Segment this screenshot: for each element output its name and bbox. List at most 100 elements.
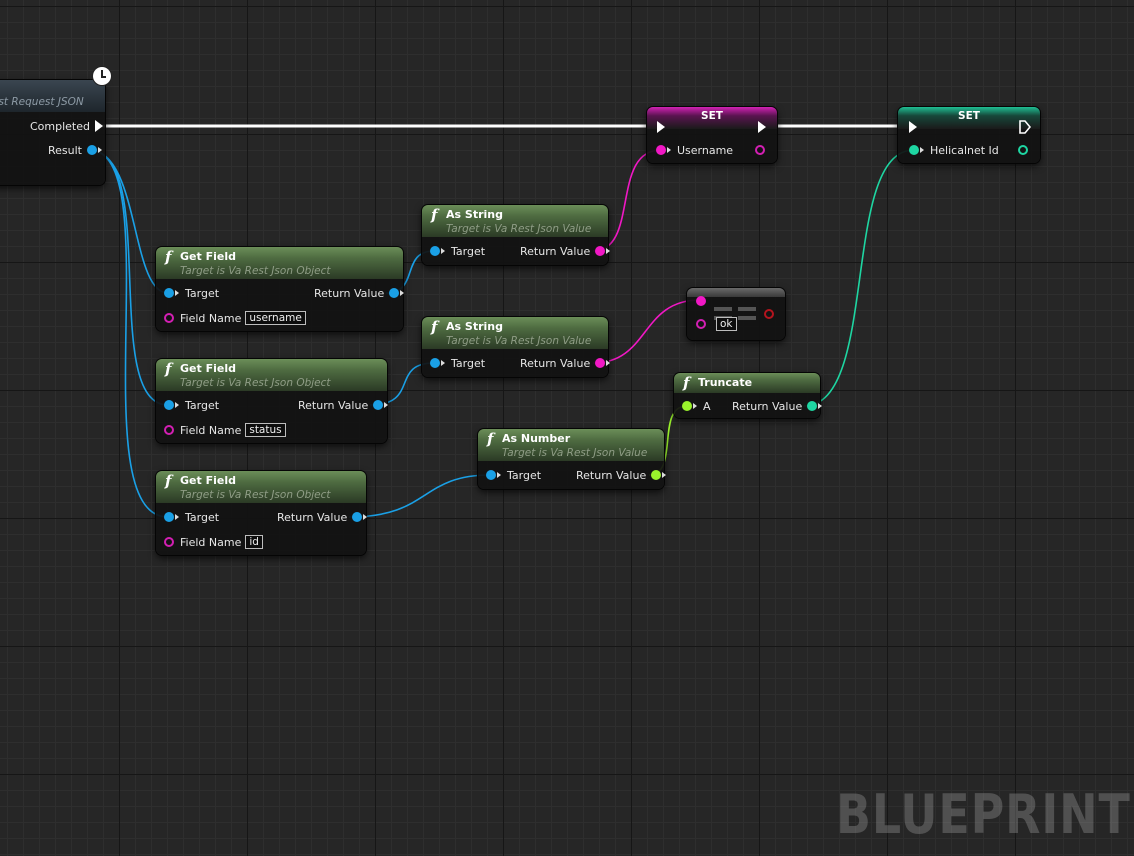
equal-string-node[interactable]: ok (687, 288, 785, 340)
return-value-pin[interactable] (651, 470, 662, 480)
node-header: f As String Target is Va Rest Json Value (422, 317, 608, 349)
as-number-node[interactable]: f As Number Target is Va Rest Json Value… (478, 429, 667, 489)
helicalnet-id-row[interactable]: Helicalnet Id (909, 142, 999, 158)
helicalnet-id-out-pin[interactable] (1018, 145, 1028, 155)
exec-out-pin[interactable] (95, 120, 103, 132)
field-name-pin[interactable] (164, 425, 174, 435)
return-value-pin[interactable] (352, 512, 363, 522)
target-row[interactable]: Target (164, 509, 219, 525)
target-pin[interactable] (430, 246, 440, 256)
wire-truncate-to-set-id[interactable] (803, 149, 915, 407)
result-pin[interactable] (87, 145, 97, 155)
field-name-row[interactable]: Field Name username (164, 310, 306, 326)
target-row[interactable]: Target (164, 397, 219, 413)
target-row[interactable]: Target (430, 355, 485, 371)
input-a-pin[interactable] (696, 296, 706, 306)
wire-asstring-to-compare[interactable] (592, 299, 701, 364)
wire-getfield-id-to-asnumber[interactable] (348, 474, 491, 518)
node-header: f As Number Target is Va Rest Json Value (478, 429, 664, 461)
return-value-row[interactable]: Return Value (314, 285, 405, 301)
target-label: Target (185, 286, 220, 300)
field-name-input[interactable]: id (245, 535, 263, 549)
get-field-username-node[interactable]: f Get Field Target is Va Rest Json Objec… (156, 247, 405, 331)
return-value-row[interactable]: Return Value (732, 398, 823, 414)
username-row[interactable]: Username (656, 142, 733, 158)
set-username-node[interactable]: SET Username (647, 107, 777, 163)
http-request-event-node[interactable]: est Request JSON Completed Result (0, 80, 105, 185)
return-value-label: Return Value (298, 398, 369, 412)
exec-out-pin[interactable] (1019, 120, 1031, 134)
username-out-pin[interactable] (755, 145, 765, 155)
input-a-row[interactable]: A (682, 398, 711, 414)
node-title: SET (958, 110, 980, 122)
return-value-row[interactable]: Return Value (576, 467, 667, 483)
target-pin-arrow (441, 360, 445, 366)
input-b-pin[interactable] (696, 319, 706, 329)
return-value-row[interactable]: Return Value (520, 243, 611, 259)
input-a-pin-arrow (693, 403, 697, 409)
username-in-pin[interactable] (656, 145, 666, 155)
set-helicalnet-id-node[interactable]: SET Helicalnet Id (898, 107, 1040, 163)
target-row[interactable]: Target (486, 467, 541, 483)
field-name-input[interactable]: username (245, 311, 306, 325)
return-value-label: Return Value (520, 356, 591, 370)
return-value-pin-arrow (818, 403, 823, 409)
return-value-pin-arrow (606, 360, 611, 366)
helicalnet-id-in-pin[interactable] (909, 145, 919, 155)
compare-value-input[interactable]: ok (716, 317, 737, 331)
node-header (687, 288, 785, 297)
return-value-pin[interactable] (595, 358, 606, 368)
username-in-pin-arrow (667, 147, 671, 153)
field-name-pin[interactable] (164, 313, 174, 323)
return-value-row[interactable]: Return Value (298, 397, 389, 413)
truncate-node[interactable]: f Truncate A Return Value (674, 373, 823, 418)
target-pin-arrow (175, 402, 179, 408)
target-pin-arrow (497, 472, 501, 478)
target-row[interactable]: Target (164, 285, 219, 301)
field-name-row[interactable]: Field Name status (164, 422, 286, 438)
target-pin[interactable] (430, 358, 440, 368)
as-string-node-2[interactable]: f As String Target is Va Rest Json Value… (422, 317, 611, 377)
helicalnet-id-in-pin-arrow (920, 147, 924, 153)
wire-result-to-getfield-status[interactable] (88, 149, 169, 406)
f-icon: f (165, 472, 172, 490)
return-value-pin[interactable] (595, 246, 606, 256)
return-value-row[interactable]: Return Value (277, 509, 368, 525)
return-value-pin[interactable] (373, 400, 384, 410)
field-name-row[interactable]: Field Name id (164, 534, 263, 550)
target-pin[interactable] (486, 470, 496, 480)
f-icon: f (431, 318, 438, 336)
field-name-label: Field Name (180, 423, 242, 437)
f-icon: f (165, 248, 172, 266)
target-pin[interactable] (164, 512, 174, 522)
field-name-pin[interactable] (164, 537, 174, 547)
field-name-input[interactable]: status (245, 423, 286, 437)
return-value-row[interactable]: Return Value (520, 355, 611, 371)
get-field-id-node[interactable]: f Get Field Target is Va Rest Json Objec… (156, 471, 368, 555)
node-header: f As String Target is Va Rest Json Value (422, 205, 608, 237)
target-pin[interactable] (164, 400, 174, 410)
return-value-label: Return Value (732, 399, 803, 413)
return-value-pin-arrow (400, 290, 405, 296)
exec-in-pin[interactable] (909, 121, 917, 133)
node-title: Truncate (698, 376, 753, 389)
return-value-label: Return Value (314, 286, 385, 300)
result-row[interactable]: Result (48, 142, 102, 158)
bool-output-pin[interactable] (764, 309, 774, 319)
wire-result-to-getfield-id[interactable] (88, 149, 169, 518)
return-value-pin[interactable] (389, 288, 400, 298)
target-pin[interactable] (164, 288, 174, 298)
as-string-node-1[interactable]: f As String Target is Va Rest Json Value… (422, 205, 611, 265)
input-a-pin[interactable] (682, 401, 692, 411)
completed-exec-row[interactable]: Completed (30, 118, 103, 134)
clock-icon (93, 67, 111, 85)
node-subtitle: Target is Va Rest Json Value (446, 335, 592, 347)
return-value-pin[interactable] (807, 401, 818, 411)
result-pin-arrow (98, 147, 102, 153)
get-field-status-node[interactable]: f Get Field Target is Va Rest Json Objec… (156, 359, 389, 443)
input-b-row[interactable]: ok (696, 316, 737, 332)
target-row[interactable]: Target (430, 243, 485, 259)
node-title: As String (446, 208, 503, 221)
exec-out-pin[interactable] (758, 121, 766, 133)
exec-in-pin[interactable] (657, 121, 665, 133)
